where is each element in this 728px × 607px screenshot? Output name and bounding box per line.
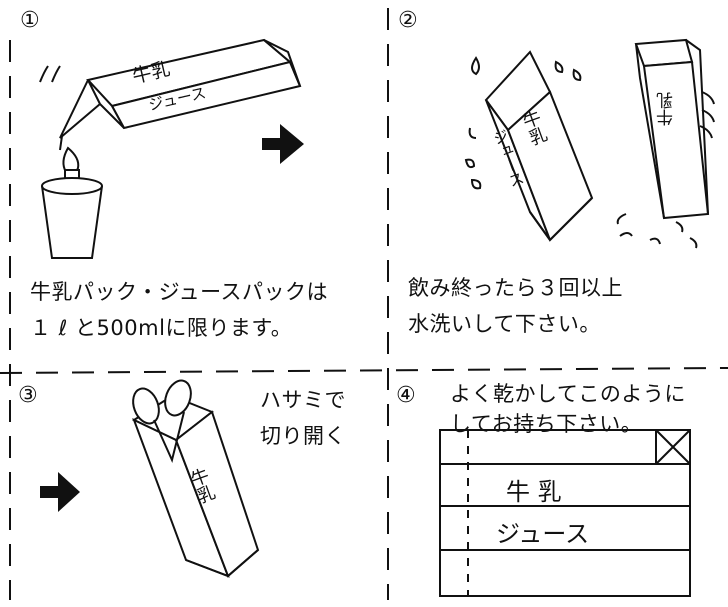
- heat-marks: [39, 65, 61, 83]
- step-3-caption-line-1: ハサミで: [260, 388, 346, 412]
- panel-4-illustration: [439, 429, 691, 597]
- horizontal-carton: [59, 38, 302, 151]
- step-3-number: ③: [18, 383, 38, 408]
- scissors-icon: [132, 379, 192, 464]
- step-1-number: ①: [20, 8, 40, 33]
- step-4-caption-line-2: してお持ち下さい。: [450, 412, 643, 436]
- milk-label: 牛乳: [657, 92, 677, 126]
- cup-icon: [41, 177, 103, 259]
- right-arrow-icon: [262, 124, 304, 164]
- panel-3-illustration: [131, 379, 260, 578]
- step-2-caption-line-2: 水洗いして下さい。: [408, 312, 601, 336]
- step-2-number: ②: [398, 8, 418, 33]
- horizontal-divider: [0, 367, 728, 374]
- step-4-caption-line-1: よく乾かしてこのように: [450, 382, 686, 406]
- water-drops: [464, 56, 715, 249]
- panel-2-illustration: [464, 38, 715, 249]
- step-1-caption-line-2: １ ℓ と500mlに限ります。: [30, 316, 293, 340]
- carton-being-cut: [131, 394, 260, 578]
- flattened-carton: [439, 429, 691, 597]
- step-3-caption-line-2: 切り開く: [260, 424, 346, 448]
- juice-flat-label: ジュース: [496, 520, 590, 548]
- milk-flat-label: 牛 乳: [506, 478, 562, 506]
- step-1-caption-line-1: 牛乳パック・ジュースパックは: [30, 280, 329, 304]
- panel-dividers: [0, 8, 728, 600]
- upright-carton: [634, 38, 710, 220]
- step-4-number: ④: [396, 383, 416, 408]
- step-2-caption-line-1: 飲み終ったら３回以上: [408, 276, 623, 300]
- right-arrow-icon: [40, 472, 80, 512]
- panel-1-illustration: [39, 38, 302, 259]
- tilted-carton: [484, 50, 594, 242]
